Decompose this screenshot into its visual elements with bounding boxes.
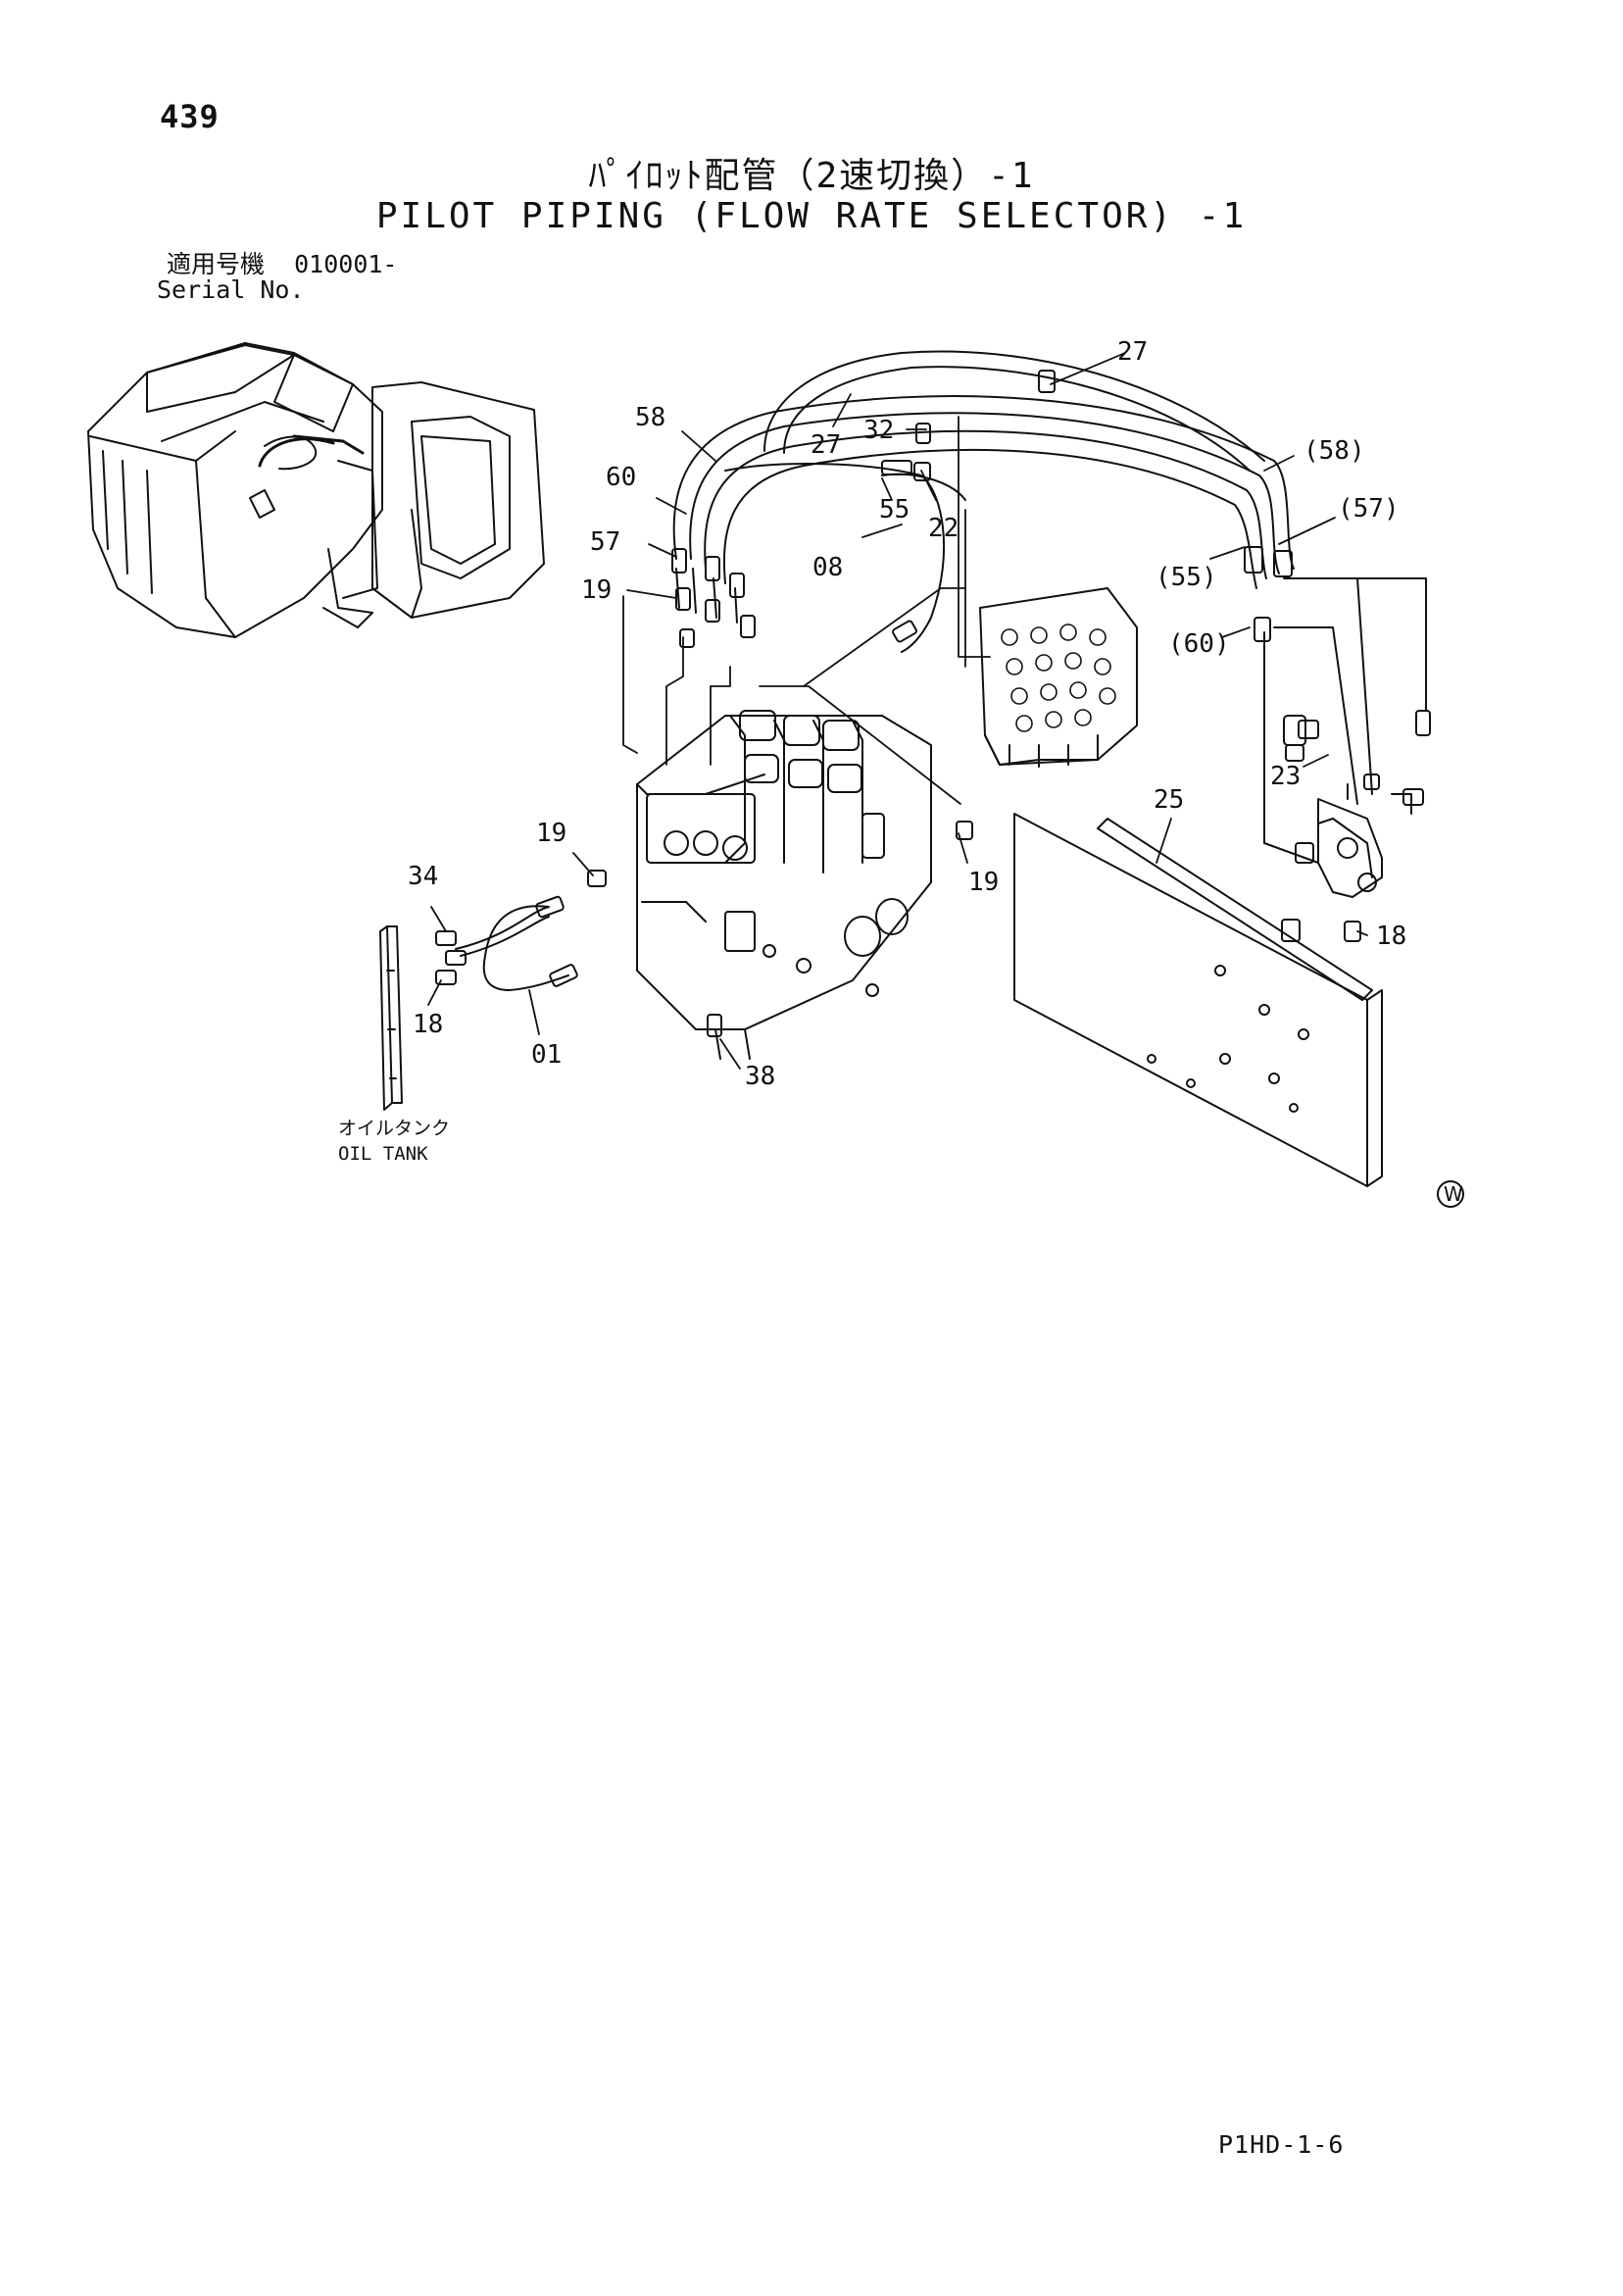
callout-58-paren: (58) [1303, 436, 1365, 466]
callout-55: 55 [879, 495, 910, 524]
callout-27: 27 [811, 430, 841, 460]
callout-57: 57 [590, 527, 620, 557]
callout-58: 58 [635, 403, 665, 432]
oil-tank-label-en: OIL TANK [338, 1143, 428, 1165]
callout-01: 01 [531, 1040, 562, 1070]
callout-57-paren: (57) [1338, 494, 1400, 524]
mounting-panel [1013, 813, 1383, 1187]
callout-18-left: 18 [413, 1010, 443, 1039]
selector-valve [1263, 577, 1431, 942]
callout-38: 38 [745, 1062, 775, 1091]
callout-19-upper: 19 [581, 575, 612, 605]
callout-25: 25 [1154, 785, 1184, 815]
callout-27-top: 27 [1117, 337, 1148, 367]
hose-01 [455, 895, 578, 991]
oil-tank-label-jp: オイルタンク [338, 1118, 450, 1139]
callout-55-paren: (55) [1156, 563, 1217, 592]
corner-mark-circle [1437, 1180, 1464, 1208]
serial-label-jp: 適用号機 [167, 250, 266, 278]
callout-34: 34 [408, 862, 438, 891]
leader-lines [427, 352, 1368, 1070]
callout-labels: 27 27 32 58 (58) 60 55 22 (57) 57 08 (55… [338, 337, 1464, 1208]
footer-drawing-code: P1HD-1-6 [1218, 2130, 1345, 2159]
pilot-valve-cluster [979, 587, 1138, 768]
oil-tank-wall [379, 925, 403, 1111]
callout-19-mid: 19 [536, 819, 566, 848]
hose-end-fittings [671, 370, 1293, 648]
callout-32: 32 [863, 416, 894, 445]
corner-mark-letter: W [1444, 1182, 1463, 1206]
callout-23: 23 [1270, 762, 1301, 791]
callout-19-right: 19 [968, 868, 999, 897]
pilot-hose-bundle [672, 350, 1295, 653]
serial-label-en: Serial No. [157, 275, 305, 304]
tank-fittings [435, 821, 1361, 1037]
callout-60-paren: (60) [1168, 629, 1230, 659]
callout-22: 22 [928, 514, 959, 543]
page-number: 439 [160, 98, 220, 135]
callout-18-right: 18 [1376, 922, 1406, 951]
callout-08: 08 [812, 553, 843, 582]
title-english: PILOT PIPING (FLOW RATE SELECTOR) -1 [375, 196, 1248, 236]
callout-60: 60 [606, 463, 636, 492]
serial-value: 010001- [294, 250, 398, 278]
machine-overview-illustration [87, 342, 545, 638]
control-valve-assembly [636, 710, 932, 1060]
title-japanese: ﾊﾟｲﾛｯﾄ配管（2速切換）-1 [588, 156, 1035, 196]
serial-number-block: 適用号機 010001- Serial No. [157, 250, 398, 303]
